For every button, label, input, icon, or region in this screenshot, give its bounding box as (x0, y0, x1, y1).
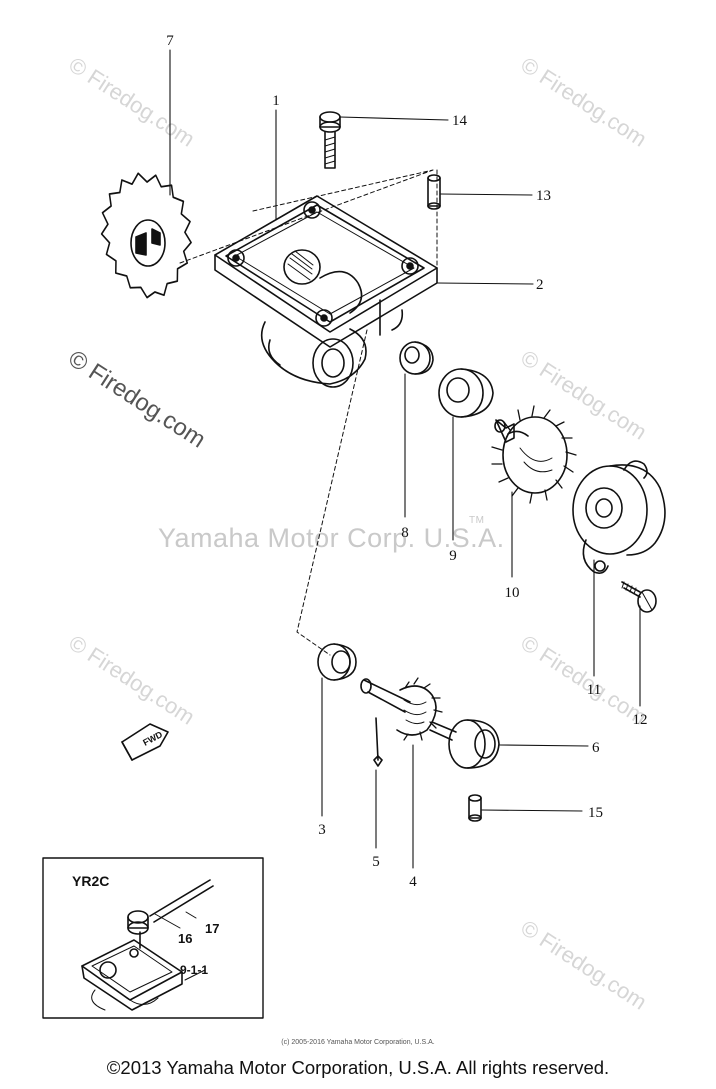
inset-callout-16: 16 (178, 931, 192, 946)
pump-shaft-part (360, 677, 457, 741)
seal-part (399, 341, 434, 375)
inset-parts (81, 879, 214, 1011)
callout-5: 5 (372, 854, 380, 870)
pump-body-part (214, 195, 438, 388)
small-copyright: (c) 2005-2016 Yamaha Motor Corporation, … (281, 1039, 435, 1046)
callout-6: 6 (592, 740, 600, 756)
callout-15: 15 (588, 805, 603, 821)
bushing-part (317, 643, 357, 681)
screw-part (621, 581, 657, 613)
callout-4: 4 (409, 874, 417, 890)
bearing-part (438, 368, 494, 418)
dowel-pin-part (468, 794, 482, 822)
cotter-pin-part (373, 717, 383, 767)
callout-numbers: 7 1 14 13 2 8 9 10 11 12 3 5 4 6 15 (166, 33, 647, 890)
callout-14: 14 (452, 113, 468, 129)
callout-12: 12 (633, 712, 648, 728)
callout-1: 1 (272, 93, 280, 109)
callout-8: 8 (401, 525, 409, 541)
callout-7: 7 (166, 33, 174, 49)
inset-callout-9-1-1: 9-1-1 (180, 963, 208, 977)
callout-9: 9 (449, 548, 457, 564)
callout-10: 10 (505, 585, 520, 601)
center-watermark: Yamaha Motor Corp. U.S.A. (158, 523, 505, 553)
driven-gear-part (491, 405, 577, 504)
drive-gear-part (100, 172, 192, 299)
dowel-pin-part (427, 174, 441, 210)
thrust-washer-part (448, 719, 500, 769)
inset-callout-17: 17 (205, 921, 219, 936)
callout-11: 11 (587, 682, 601, 698)
tm-mark: TM (469, 515, 485, 526)
copyright-notice: ©2013 Yamaha Motor Corporation, U.S.A. A… (106, 1057, 610, 1078)
callout-3: 3 (318, 822, 326, 838)
inset-model-label: YR2C (72, 873, 109, 889)
pump-cover-part (572, 460, 666, 574)
fwd-arrow (121, 723, 169, 761)
yr2c-inset (42, 857, 264, 1019)
bolt-part (319, 111, 341, 169)
callout-2: 2 (536, 277, 544, 293)
callout-13: 13 (536, 188, 551, 204)
